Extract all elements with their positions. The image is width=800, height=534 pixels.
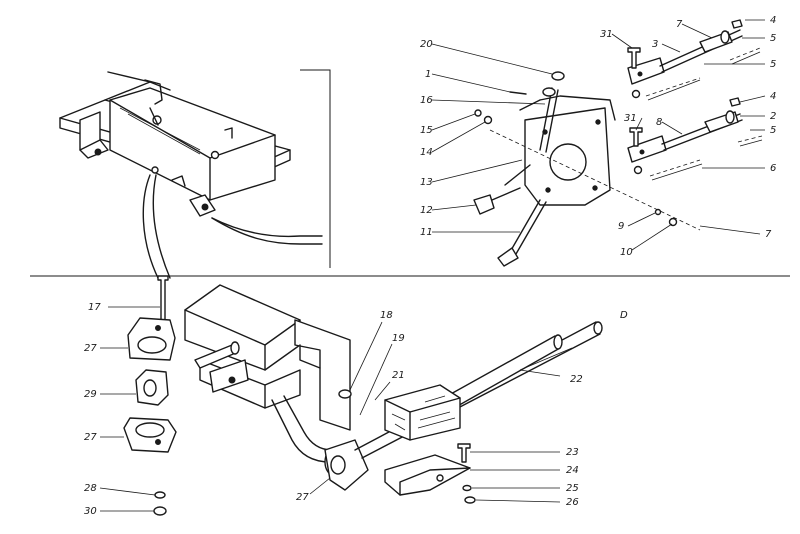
callout-17: 17 xyxy=(88,302,101,313)
callout-6: 6 xyxy=(770,163,776,174)
callout-10: 10 xyxy=(620,247,633,258)
callout-31-lower: 31 xyxy=(624,113,637,124)
callout-27-upper: 27 xyxy=(84,343,97,354)
callout-11: 11 xyxy=(420,227,433,238)
corner-label: D xyxy=(620,310,628,321)
shift-rod-lower xyxy=(627,97,763,181)
callout-20: 20 xyxy=(420,39,433,50)
callout-16: 16 xyxy=(420,95,433,106)
callout-5-upper-a: 5 xyxy=(770,33,776,44)
callout-13: 13 xyxy=(420,177,433,188)
callout-23: 23 xyxy=(566,447,579,458)
callout-7-upper: 7 xyxy=(676,19,683,30)
shaft-assembly xyxy=(338,321,603,504)
callout-1: 1 xyxy=(425,69,431,80)
callout-14: 14 xyxy=(420,147,433,158)
callout-28: 28 xyxy=(84,483,97,494)
callout-25: 25 xyxy=(566,483,579,494)
callout-26: 26 xyxy=(566,497,579,508)
callout-4-lower: 4 xyxy=(770,91,776,102)
mounting-bracket xyxy=(184,284,351,431)
rubber-mount-stack xyxy=(123,275,177,516)
control-lever xyxy=(271,395,369,491)
leader-lines xyxy=(99,19,766,512)
callout-27-lever: 27 xyxy=(296,492,309,503)
callout-22: 22 xyxy=(570,374,583,385)
callout-7-lower: 7 xyxy=(765,229,772,240)
callout-27-lower: 27 xyxy=(84,432,97,443)
callout-5-lower: 5 xyxy=(770,125,776,136)
callout-8: 8 xyxy=(656,117,662,128)
callout-21: 21 xyxy=(392,370,405,381)
callout-9: 9 xyxy=(618,221,624,232)
callout-24: 24 xyxy=(566,465,579,476)
callout-19: 19 xyxy=(392,333,405,344)
callout-30: 30 xyxy=(84,506,97,517)
callout-15: 15 xyxy=(420,125,433,136)
gearshift-plate xyxy=(473,71,701,267)
callout-2: 2 xyxy=(770,111,776,122)
frame-overview xyxy=(59,71,323,279)
callout-18: 18 xyxy=(380,310,393,321)
callout-5-upper-b: 5 xyxy=(770,59,776,70)
callout-29: 29 xyxy=(84,389,97,400)
callout-31-upper: 31 xyxy=(600,29,613,40)
callout-3: 3 xyxy=(652,39,658,50)
shift-rod-upper xyxy=(627,19,761,101)
callout-12: 12 xyxy=(420,205,433,216)
callout-4-upper: 4 xyxy=(770,15,776,26)
callout-labels: D 20 1 16 15 14 13 12 11 31 7 4 3 5 5 31… xyxy=(84,15,776,517)
